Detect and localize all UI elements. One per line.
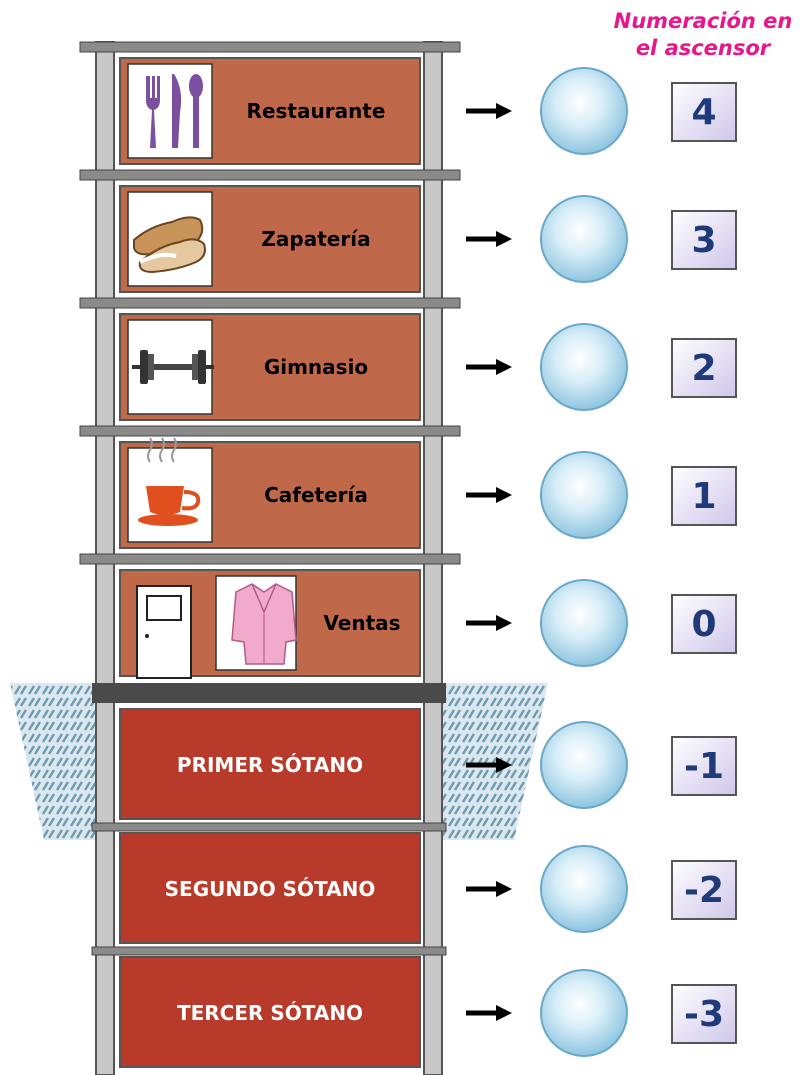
floor-label: Ventas bbox=[323, 611, 400, 635]
arrow-icon bbox=[466, 615, 512, 631]
floor-4-elevator-row: 4 bbox=[466, 67, 737, 155]
heading-line-1: Numeración en bbox=[613, 9, 793, 33]
ground-slab bbox=[92, 683, 446, 703]
basement-label: TERCER SÓTANO bbox=[177, 1001, 363, 1025]
arrow-icon bbox=[466, 757, 512, 773]
floor-3-elevator-row: 3 bbox=[466, 195, 737, 283]
basement-slab bbox=[91, 946, 447, 956]
floor-label: Cafetería bbox=[264, 483, 368, 507]
shoes-icon bbox=[127, 191, 213, 287]
basement-2: SEGUNDO SÓTANO bbox=[91, 822, 447, 944]
arrow-icon bbox=[466, 487, 512, 503]
elevator-button-bubble bbox=[540, 195, 628, 283]
floor-2: Gimnasio bbox=[79, 297, 461, 421]
elevator-numbering-heading: Numeración en el ascensor bbox=[604, 8, 802, 62]
basement-slab bbox=[91, 822, 447, 832]
elevator-button-bubble bbox=[540, 969, 628, 1057]
heading-line-2: el ascensor bbox=[635, 36, 771, 60]
floor-number-label: 0 bbox=[691, 604, 716, 645]
ground-right bbox=[441, 683, 548, 840]
floor-1: Cafetería bbox=[79, 425, 461, 549]
elevator-button-bubble bbox=[540, 323, 628, 411]
floor-number-label: 4 bbox=[691, 92, 716, 133]
floor-slab bbox=[79, 425, 461, 437]
floor-number-box: -3 bbox=[671, 984, 737, 1044]
basement-3-elevator-row: -3 bbox=[466, 969, 737, 1057]
ground-left bbox=[10, 683, 100, 840]
floor-0-elevator-row: 0 bbox=[466, 579, 737, 667]
basement-label: PRIMER SÓTANO bbox=[177, 753, 363, 777]
arrow-icon bbox=[466, 231, 512, 247]
elevator-button-bubble bbox=[540, 845, 628, 933]
floor-label: Zapatería bbox=[261, 227, 370, 251]
basement-panel bbox=[119, 832, 421, 944]
floor-number-label: 2 bbox=[691, 348, 716, 389]
elevator-column: 4 3 2 1 0 -1 -2 -3 bbox=[466, 67, 737, 1057]
elevator-button-bubble bbox=[540, 451, 628, 539]
floor-slab bbox=[79, 297, 461, 309]
arrow-icon bbox=[466, 1005, 512, 1021]
floor-number-box: 0 bbox=[671, 594, 737, 654]
floor-number-box: 3 bbox=[671, 210, 737, 270]
ground bbox=[10, 683, 548, 840]
door-icon bbox=[136, 585, 192, 679]
floor-label: Restaurante bbox=[247, 99, 386, 123]
floor-number-label: 1 bbox=[691, 476, 716, 517]
floor-label: Gimnasio bbox=[264, 355, 368, 379]
floor-number-box: -2 bbox=[671, 860, 737, 920]
floor-number-label: -3 bbox=[684, 994, 724, 1035]
basement-list: PRIMER SÓTANO SEGUNDO SÓTANO TERCER SÓTANO bbox=[91, 708, 447, 1068]
basement-1: PRIMER SÓTANO bbox=[119, 708, 421, 820]
basement-1-elevator-row: -1 bbox=[466, 721, 737, 809]
basement-panel bbox=[119, 956, 421, 1068]
elevator-button-bubble bbox=[540, 721, 628, 809]
floor-3: Zapatería bbox=[79, 169, 461, 293]
floor-number-box: 1 bbox=[671, 466, 737, 526]
floor-2-elevator-row: 2 bbox=[466, 323, 737, 411]
floor-4: Restaurante bbox=[79, 41, 461, 165]
elevator-button-bubble bbox=[540, 67, 628, 155]
floor-0: Ventas bbox=[79, 553, 461, 679]
floor-list: RestauranteZapateríaGimnasioCafeteríaVen… bbox=[79, 41, 461, 679]
floor-slab bbox=[79, 169, 461, 181]
floor-number-label: 3 bbox=[691, 220, 716, 261]
dumbbell-icon bbox=[127, 319, 214, 415]
floor-number-box: -1 bbox=[671, 736, 737, 796]
floor-slab bbox=[79, 553, 461, 565]
basement-label: SEGUNDO SÓTANO bbox=[165, 877, 376, 901]
floor-number-box: 4 bbox=[671, 82, 737, 142]
arrow-icon bbox=[466, 103, 512, 119]
floor-number-label: -2 bbox=[684, 870, 724, 911]
coffee-cup-icon bbox=[127, 437, 213, 543]
basement-panel bbox=[119, 708, 421, 820]
floor-slab bbox=[79, 41, 461, 53]
cutlery-icon bbox=[127, 63, 213, 159]
arrow-icon bbox=[466, 881, 512, 897]
elevator-button-bubble bbox=[540, 579, 628, 667]
basement-3: TERCER SÓTANO bbox=[91, 946, 447, 1068]
floor-number-label: -1 bbox=[684, 746, 724, 787]
floor-1-elevator-row: 1 bbox=[466, 451, 737, 539]
coat-icon bbox=[215, 575, 297, 671]
arrow-icon bbox=[466, 359, 512, 375]
basement-2-elevator-row: -2 bbox=[466, 845, 737, 933]
floor-number-box: 2 bbox=[671, 338, 737, 398]
